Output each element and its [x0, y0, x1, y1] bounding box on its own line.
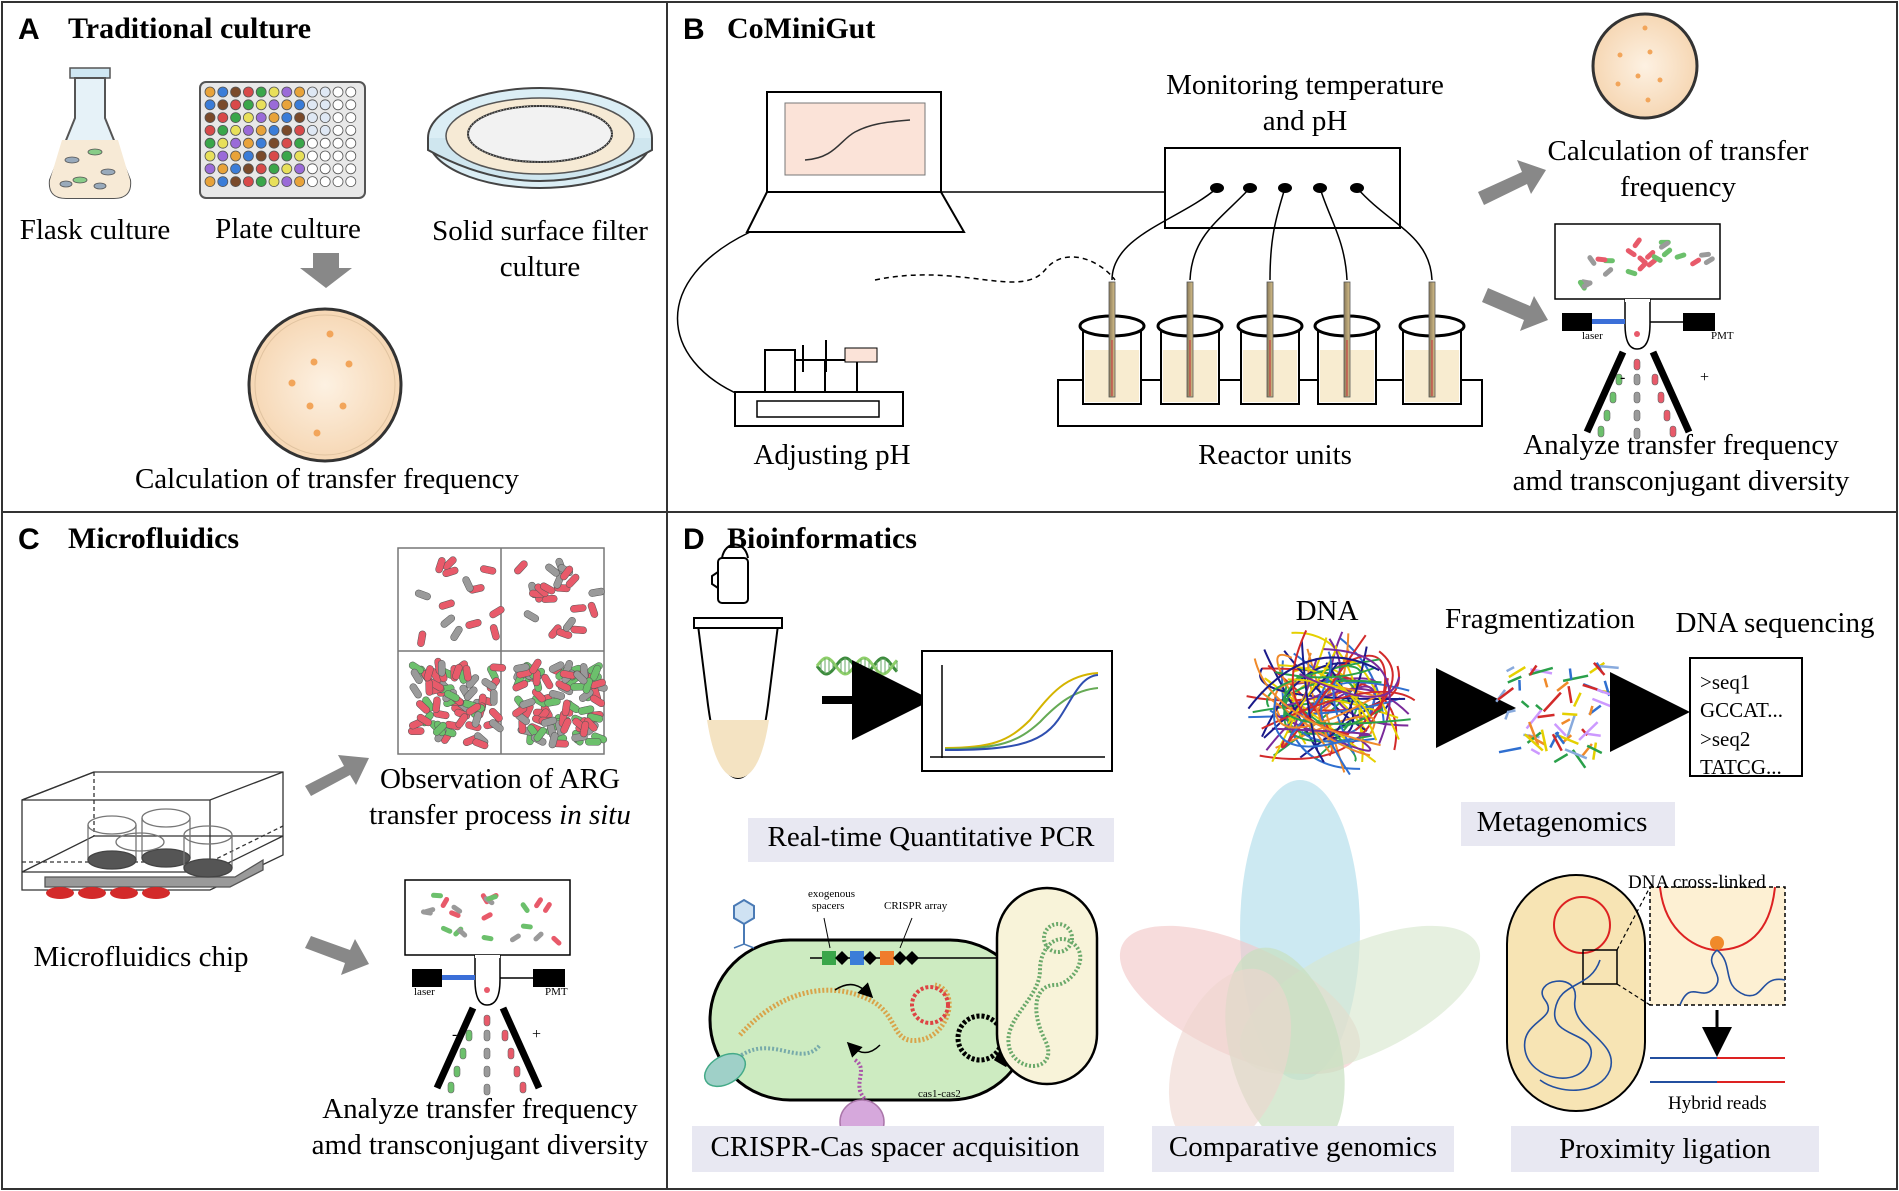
plus-label-b: +: [1700, 369, 1710, 386]
pmt-label-c: PMT: [545, 986, 568, 998]
metagenomics-label: Metagenomics: [1476, 806, 1648, 838]
dna-cross-linked-label: DNA cross-linked: [1628, 872, 1766, 893]
dna-sequencing-label: DNA sequencing: [1675, 607, 1875, 639]
flask-culture: [48, 67, 132, 199]
crispr-array-label: CRISPR array: [884, 900, 948, 912]
crispr-label-box: [692, 1126, 1104, 1172]
plus-label-c: +: [532, 1026, 542, 1043]
arrow-b-1: [1478, 160, 1546, 205]
analyze-label-b-line2: amd transconjugant diversity: [1512, 465, 1850, 497]
dna-ball: [1246, 629, 1416, 776]
panel-d-title: Bioinformatics: [727, 522, 917, 555]
qpcr-label: Real-time Quantitative PCR: [767, 821, 1095, 853]
ph-pump: [734, 340, 904, 427]
arrow-c-1: [305, 755, 369, 796]
laptop: [745, 91, 966, 233]
solid-surface-filter: [427, 87, 653, 189]
laser-label-b: laser: [1582, 330, 1603, 342]
exogenous-spacers-label-line2: spacers: [812, 900, 845, 912]
analyze-label-c-line1: Analyze transfer frequency: [322, 1093, 638, 1125]
calc-transfer-label-b-line2: frequency: [1620, 171, 1736, 203]
adjusting-ph-label: Adjusting pH: [753, 439, 911, 471]
panel-b-title: CoMiniGut: [727, 12, 876, 45]
phage-icon: [733, 898, 755, 949]
reactor-units-label: Reactor units: [1198, 439, 1352, 471]
agar-plate-b: [1591, 12, 1699, 120]
arrow-down-shaft-a: [319, 255, 333, 272]
analyze-label-b-line1: Analyze transfer frequency: [1523, 429, 1839, 461]
plate-culture-label: Plate culture: [215, 213, 361, 245]
metagenomics-label-box: [1461, 802, 1675, 846]
calc-transfer-label-a: Calculation of transfer frequency: [134, 463, 520, 495]
flow-cytometer-c: [404, 879, 571, 1096]
flow-cytometer-b: [1554, 223, 1721, 440]
pcr-tube: [693, 543, 783, 780]
observation-label-line1: Observation of ARG: [379, 763, 621, 795]
comparative-label-box: [1152, 1126, 1454, 1172]
microscopy-grid: [397, 547, 608, 755]
arrow-c-2: [305, 936, 369, 975]
laptop-cables: [676, 191, 1165, 396]
dna-label: DNA: [1295, 595, 1359, 627]
panel-c-title: Microfluidics: [68, 522, 240, 555]
filter-culture-label-line1: Solid surface filter: [432, 215, 648, 247]
minus-label-c: -: [452, 1026, 458, 1043]
fragmentization-label: Fragmentization: [1444, 603, 1636, 635]
panel-d-letter: D: [683, 523, 705, 556]
microfluidics-chip: [21, 771, 284, 899]
exogenous-spacers-label-line1: exogenous: [808, 888, 856, 900]
pmt-label-b: PMT: [1711, 330, 1734, 342]
agar-plate-a: [247, 307, 403, 463]
dna-helix: [815, 656, 899, 676]
venn-diagram: [1119, 780, 1481, 1153]
flask-culture-label: Flask culture: [19, 214, 171, 246]
microfluidics-chip-label: Microfluidics chip: [33, 941, 249, 973]
comparative-genomics-label: Comparative genomics: [1168, 1131, 1438, 1163]
plate-culture: [199, 81, 366, 199]
panel-a-letter: A: [18, 13, 40, 46]
proximity-ligation: [1506, 874, 1786, 1112]
laser-label-c: laser: [414, 986, 435, 998]
minus-label-b: -: [1620, 369, 1626, 386]
observation-label-line2: transfer process in situ: [369, 799, 631, 831]
filter-culture-label-line2: culture: [499, 251, 581, 283]
sequence-text: >seq1 GCCAT... >seq2 TATCG...: [1700, 670, 1784, 780]
reactor-units: [1057, 281, 1483, 427]
monitoring-label-line1: Monitoring temperature: [1166, 69, 1444, 101]
sequence-box: [1689, 657, 1803, 777]
monitor-box: [1111, 147, 1433, 281]
plasmid-cell: [995, 886, 1099, 1086]
dna-fragments: [1495, 661, 1619, 769]
monitoring-label-line2: and pH: [1262, 105, 1348, 137]
qpcr-chart: [921, 650, 1113, 772]
panel-a-title: Traditional culture: [68, 12, 312, 45]
arrow-b-2: [1482, 288, 1548, 331]
analyze-label-c-line2: amd transconjugant diversity: [311, 1129, 649, 1161]
calc-transfer-label-b-line1: Calculation of transfer: [1547, 135, 1809, 167]
proximity-label-box: [1511, 1126, 1819, 1172]
hybrid-reads-label: Hybrid reads: [1668, 1093, 1767, 1114]
qpcr-label-box: [748, 818, 1114, 862]
panel-c-letter: C: [18, 523, 40, 556]
panel-b-letter: B: [683, 13, 705, 46]
proximity-ligation-label: Proximity ligation: [1559, 1133, 1771, 1165]
crispr-label: CRISPR-Cas spacer acquisition: [710, 1131, 1080, 1163]
cas-label: cas1-cas2: [918, 1088, 961, 1100]
